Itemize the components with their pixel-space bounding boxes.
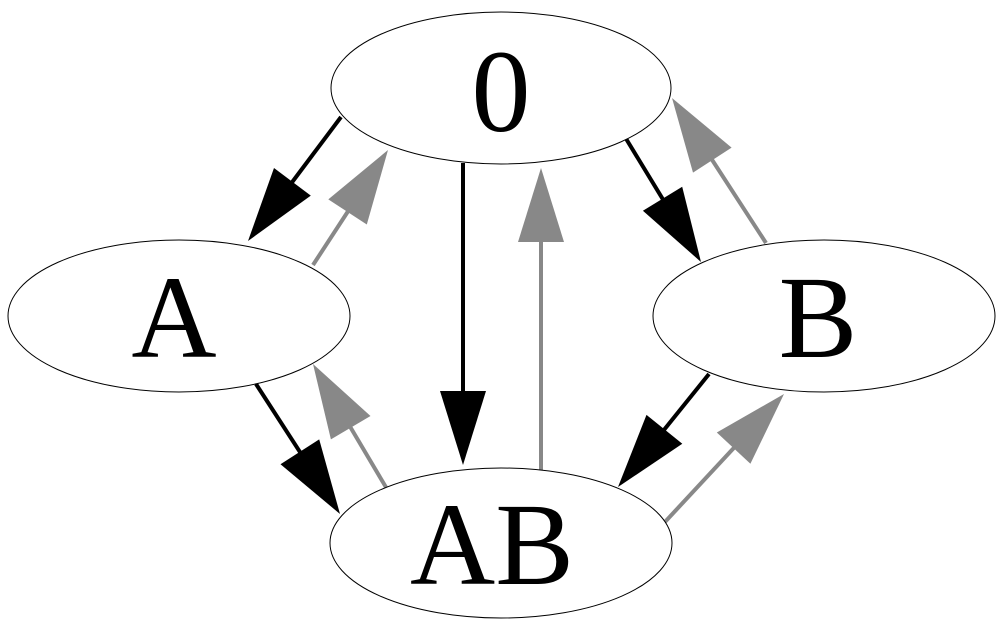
edge-a-to-0 [311,150,388,267]
node-b: B [652,239,996,393]
edge-b-to-ab-arrowhead [618,414,683,487]
edge-0-to-a [248,115,343,241]
edge-b-to-0-line [708,155,768,245]
edge-0-to-b [623,135,701,262]
edge-b-to-ab [618,372,711,487]
edge-ab-to-b [662,394,784,525]
node-0: 0 [330,11,672,165]
edge-ab-to-a-line [346,423,389,491]
edge-ab-to-a [313,364,389,491]
edge-b-to-0 [672,98,768,245]
edges-layer [248,98,784,525]
edge-a-to-ab-arrowhead [280,439,340,514]
edge-b-to-ab-line [660,372,711,434]
node-ab-shape [329,467,673,619]
edge-a-to-0-line [311,207,352,267]
edge-ab-to-b-line [662,443,738,525]
edge-0-to-ab-arrowhead [440,391,486,465]
node-ab: AB [329,467,673,619]
edge-ab-to-0-arrowhead [518,168,564,242]
edge-a-to-ab [254,382,340,514]
edge-ab-to-b-arrowhead [716,394,784,464]
node-b-label: B [779,252,858,383]
edge-ab-to-a-arrowhead [313,364,371,440]
node-a-label: A [131,252,216,383]
node-0-label: 0 [472,26,531,157]
edge-ab-to-0 [518,168,564,470]
node-0-shape [330,11,672,165]
edge-0-to-ab [440,163,486,465]
edge-0-to-a-line [288,115,343,187]
edge-0-to-b-line [623,135,667,204]
node-ab-label: AB [410,479,574,610]
edge-a-to-0-arrowhead [328,150,388,225]
edge-0-to-a-arrowhead [248,168,311,241]
node-b-shape [652,239,996,393]
edge-b-to-0-arrowhead [672,98,732,173]
node-a: A [7,239,351,393]
edge-a-to-ab-line [254,382,304,457]
node-a-shape [7,239,351,393]
edge-0-to-b-arrowhead [642,186,701,262]
